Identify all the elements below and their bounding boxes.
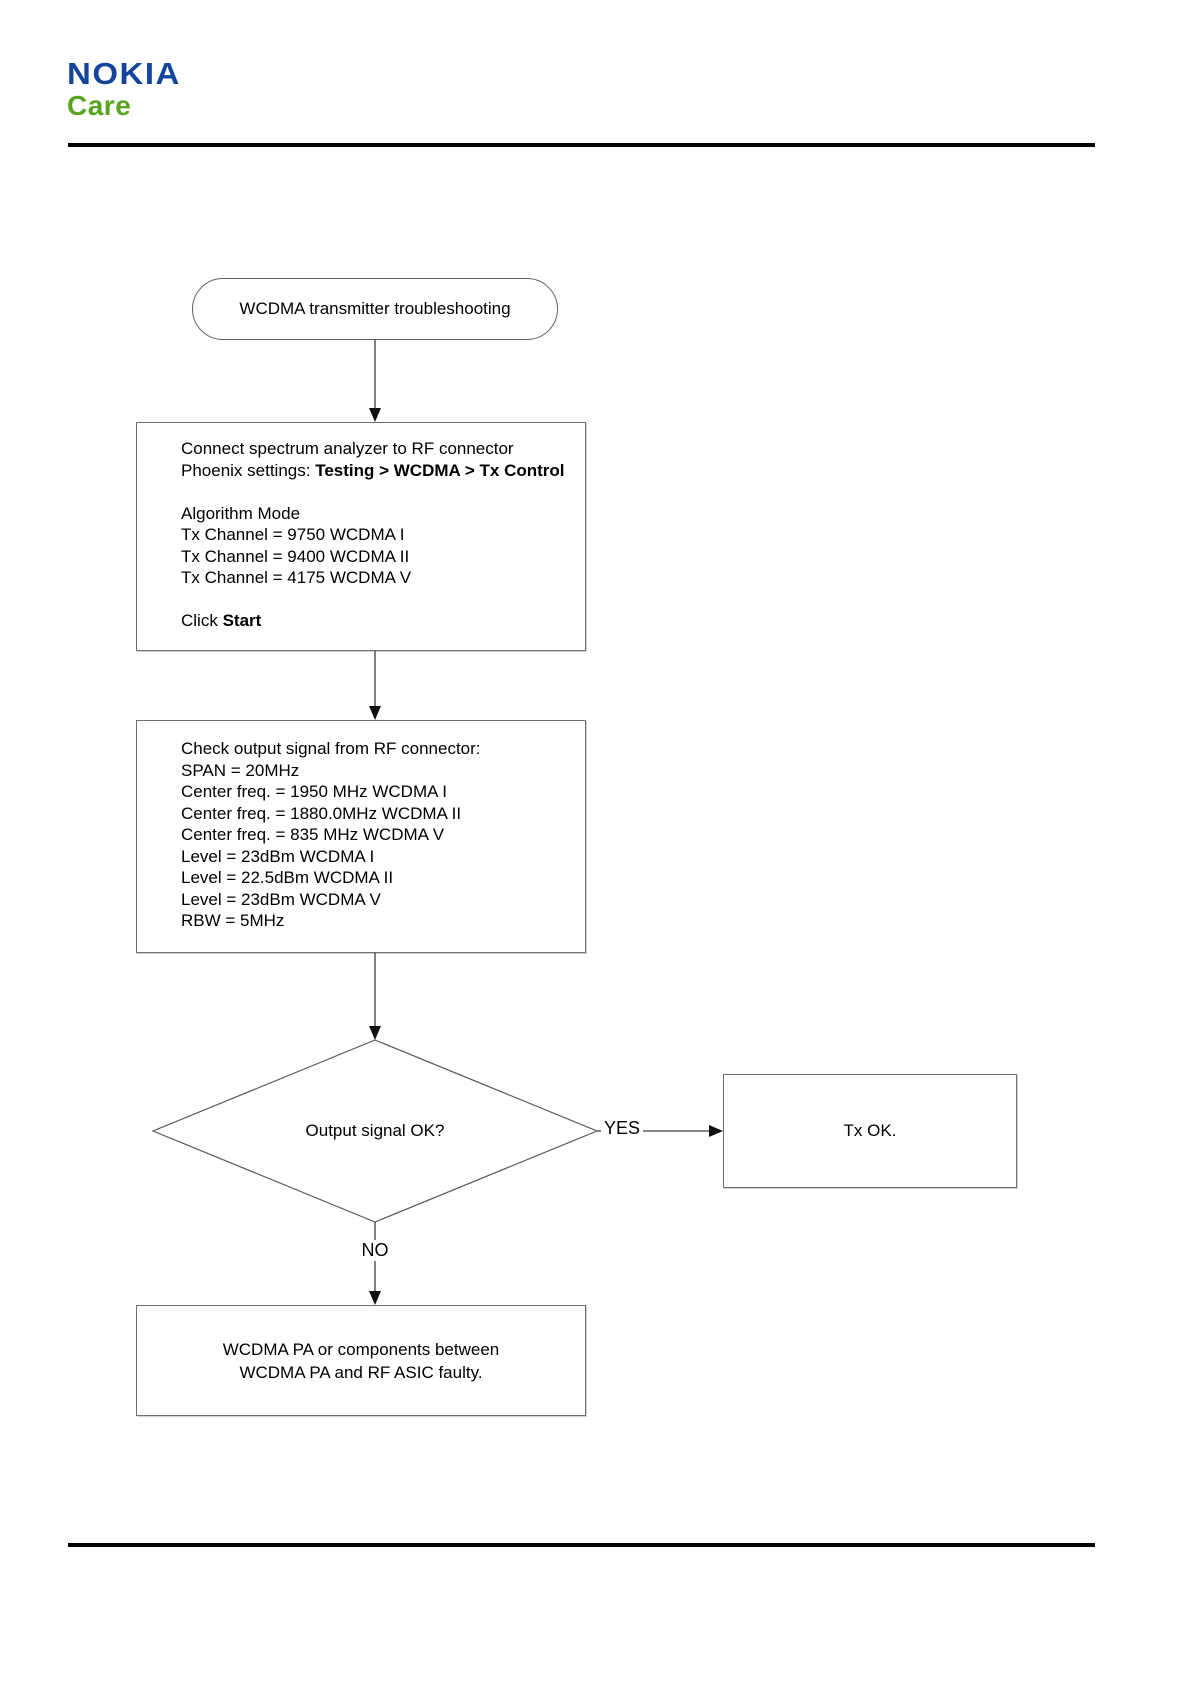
check-process-box: Check output signal from RF connector: S… [136,720,586,953]
fault-line-2: WCDMA PA and RF ASIC faulty. [239,1362,483,1382]
arrowhead-icon [369,706,381,720]
check-line: Level = 23dBm WCDMA V [181,889,381,909]
tx-ok-label: Tx OK. [843,1121,897,1140]
start-terminator-label: WCDMA transmitter troubleshooting [239,299,511,318]
nokia-care-logo: NOKIA Care [67,58,181,120]
setup-line-tx-channel-2: Tx Channel = 9400 WCDMA II [181,546,410,566]
header-rule [68,143,1095,147]
no-edge-label: NO [352,1240,398,1261]
setup-line-click-start: Click Start [181,610,577,632]
line-spacer [181,589,577,611]
setup-line-phoenix-prefix: Phoenix settings: [181,460,316,480]
decision-question: Output signal OK? [305,1121,445,1140]
setup-process-box: Connect spectrum analyzer to RF connecto… [136,422,586,651]
start-terminator: WCDMA transmitter troubleshooting [192,278,558,340]
setup-line-tx-channel-3: Tx Channel = 4175 WCDMA V [181,568,412,587]
nokia-brand-text: NOKIA [67,56,181,91]
setup-line-connect: Connect spectrum analyzer to RF connecto… [181,439,514,458]
check-line: Check output signal from RF connector: [181,739,481,758]
arrowhead-icon [369,408,381,422]
check-line: Level = 22.5dBm WCDMA II [181,868,394,887]
check-line: SPAN = 20MHz [181,760,300,780]
arrowhead-icon [709,1125,723,1137]
arrowhead-icon [369,1026,381,1040]
setup-line-tx-channel-1: Tx Channel = 9750 WCDMA I [181,525,405,544]
check-line: Center freq. = 1880.0MHz WCDMA II [181,803,462,823]
footer-rule [68,1543,1095,1547]
tx-ok-box: Tx OK. [723,1074,1017,1188]
fault-box: WCDMA PA or components between WCDMA PA … [136,1305,586,1416]
yes-edge-label: YES [601,1118,644,1139]
fault-line-1: WCDMA PA or components between [222,1339,500,1359]
setup-line-click-prefix: Click [181,611,223,630]
check-line: Center freq. = 1950 MHz WCDMA I [181,782,447,801]
setup-line-phoenix-path: Testing > WCDMA > Tx Control [315,460,565,480]
setup-line-algorithm-mode: Algorithm Mode [181,503,301,523]
check-line: RBW = 5MHz [181,911,285,930]
line-spacer [181,481,577,503]
check-line: Level = 23dBm WCDMA I [181,846,375,866]
care-brand-text: Care [67,90,132,121]
check-line: Center freq. = 835 MHz WCDMA V [181,825,445,844]
setup-line-phoenix: Phoenix settings: Testing > WCDMA > Tx C… [181,460,577,482]
setup-line-start-button-ref: Start [222,611,262,630]
arrowhead-icon [369,1291,381,1305]
